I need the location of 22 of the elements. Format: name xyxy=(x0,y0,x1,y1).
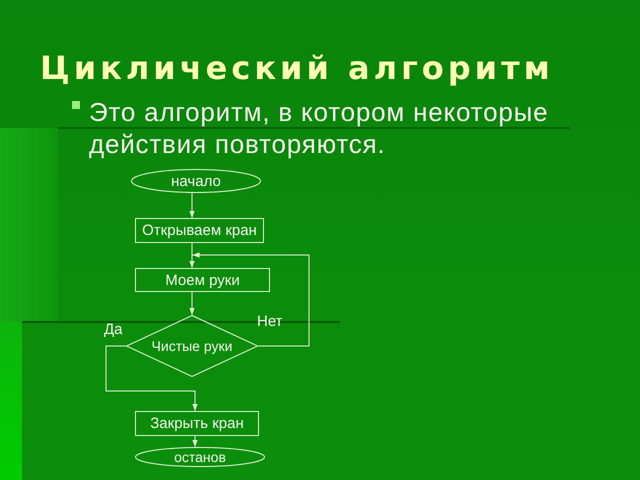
step-label: начало xyxy=(171,172,221,190)
step-label: Закрыть кран xyxy=(150,415,244,432)
arrow xyxy=(189,242,195,268)
arrow xyxy=(189,192,195,218)
process-box xyxy=(135,268,270,292)
process-box xyxy=(135,218,264,243)
step-label: Чистые руки xyxy=(152,338,232,354)
arrow xyxy=(106,346,198,412)
slide-title: Циклический алгоритм xyxy=(40,52,554,84)
arrow xyxy=(192,252,310,346)
terminator-ellipse xyxy=(131,169,261,193)
branch-label: Нет xyxy=(257,313,283,330)
process-box xyxy=(135,411,259,436)
arrow xyxy=(192,436,198,448)
decision-diamond xyxy=(126,315,258,377)
arrow xyxy=(189,292,195,316)
terminator-ellipse xyxy=(135,447,265,467)
bullet-text: Это алгоритм, в котором некоторые действия повторяются. xyxy=(89,96,550,160)
step-label: Открываем кран xyxy=(142,222,257,239)
branch-label: Да xyxy=(104,321,123,338)
step-label: останов xyxy=(174,448,226,466)
step-label: Моем руки xyxy=(165,272,240,288)
